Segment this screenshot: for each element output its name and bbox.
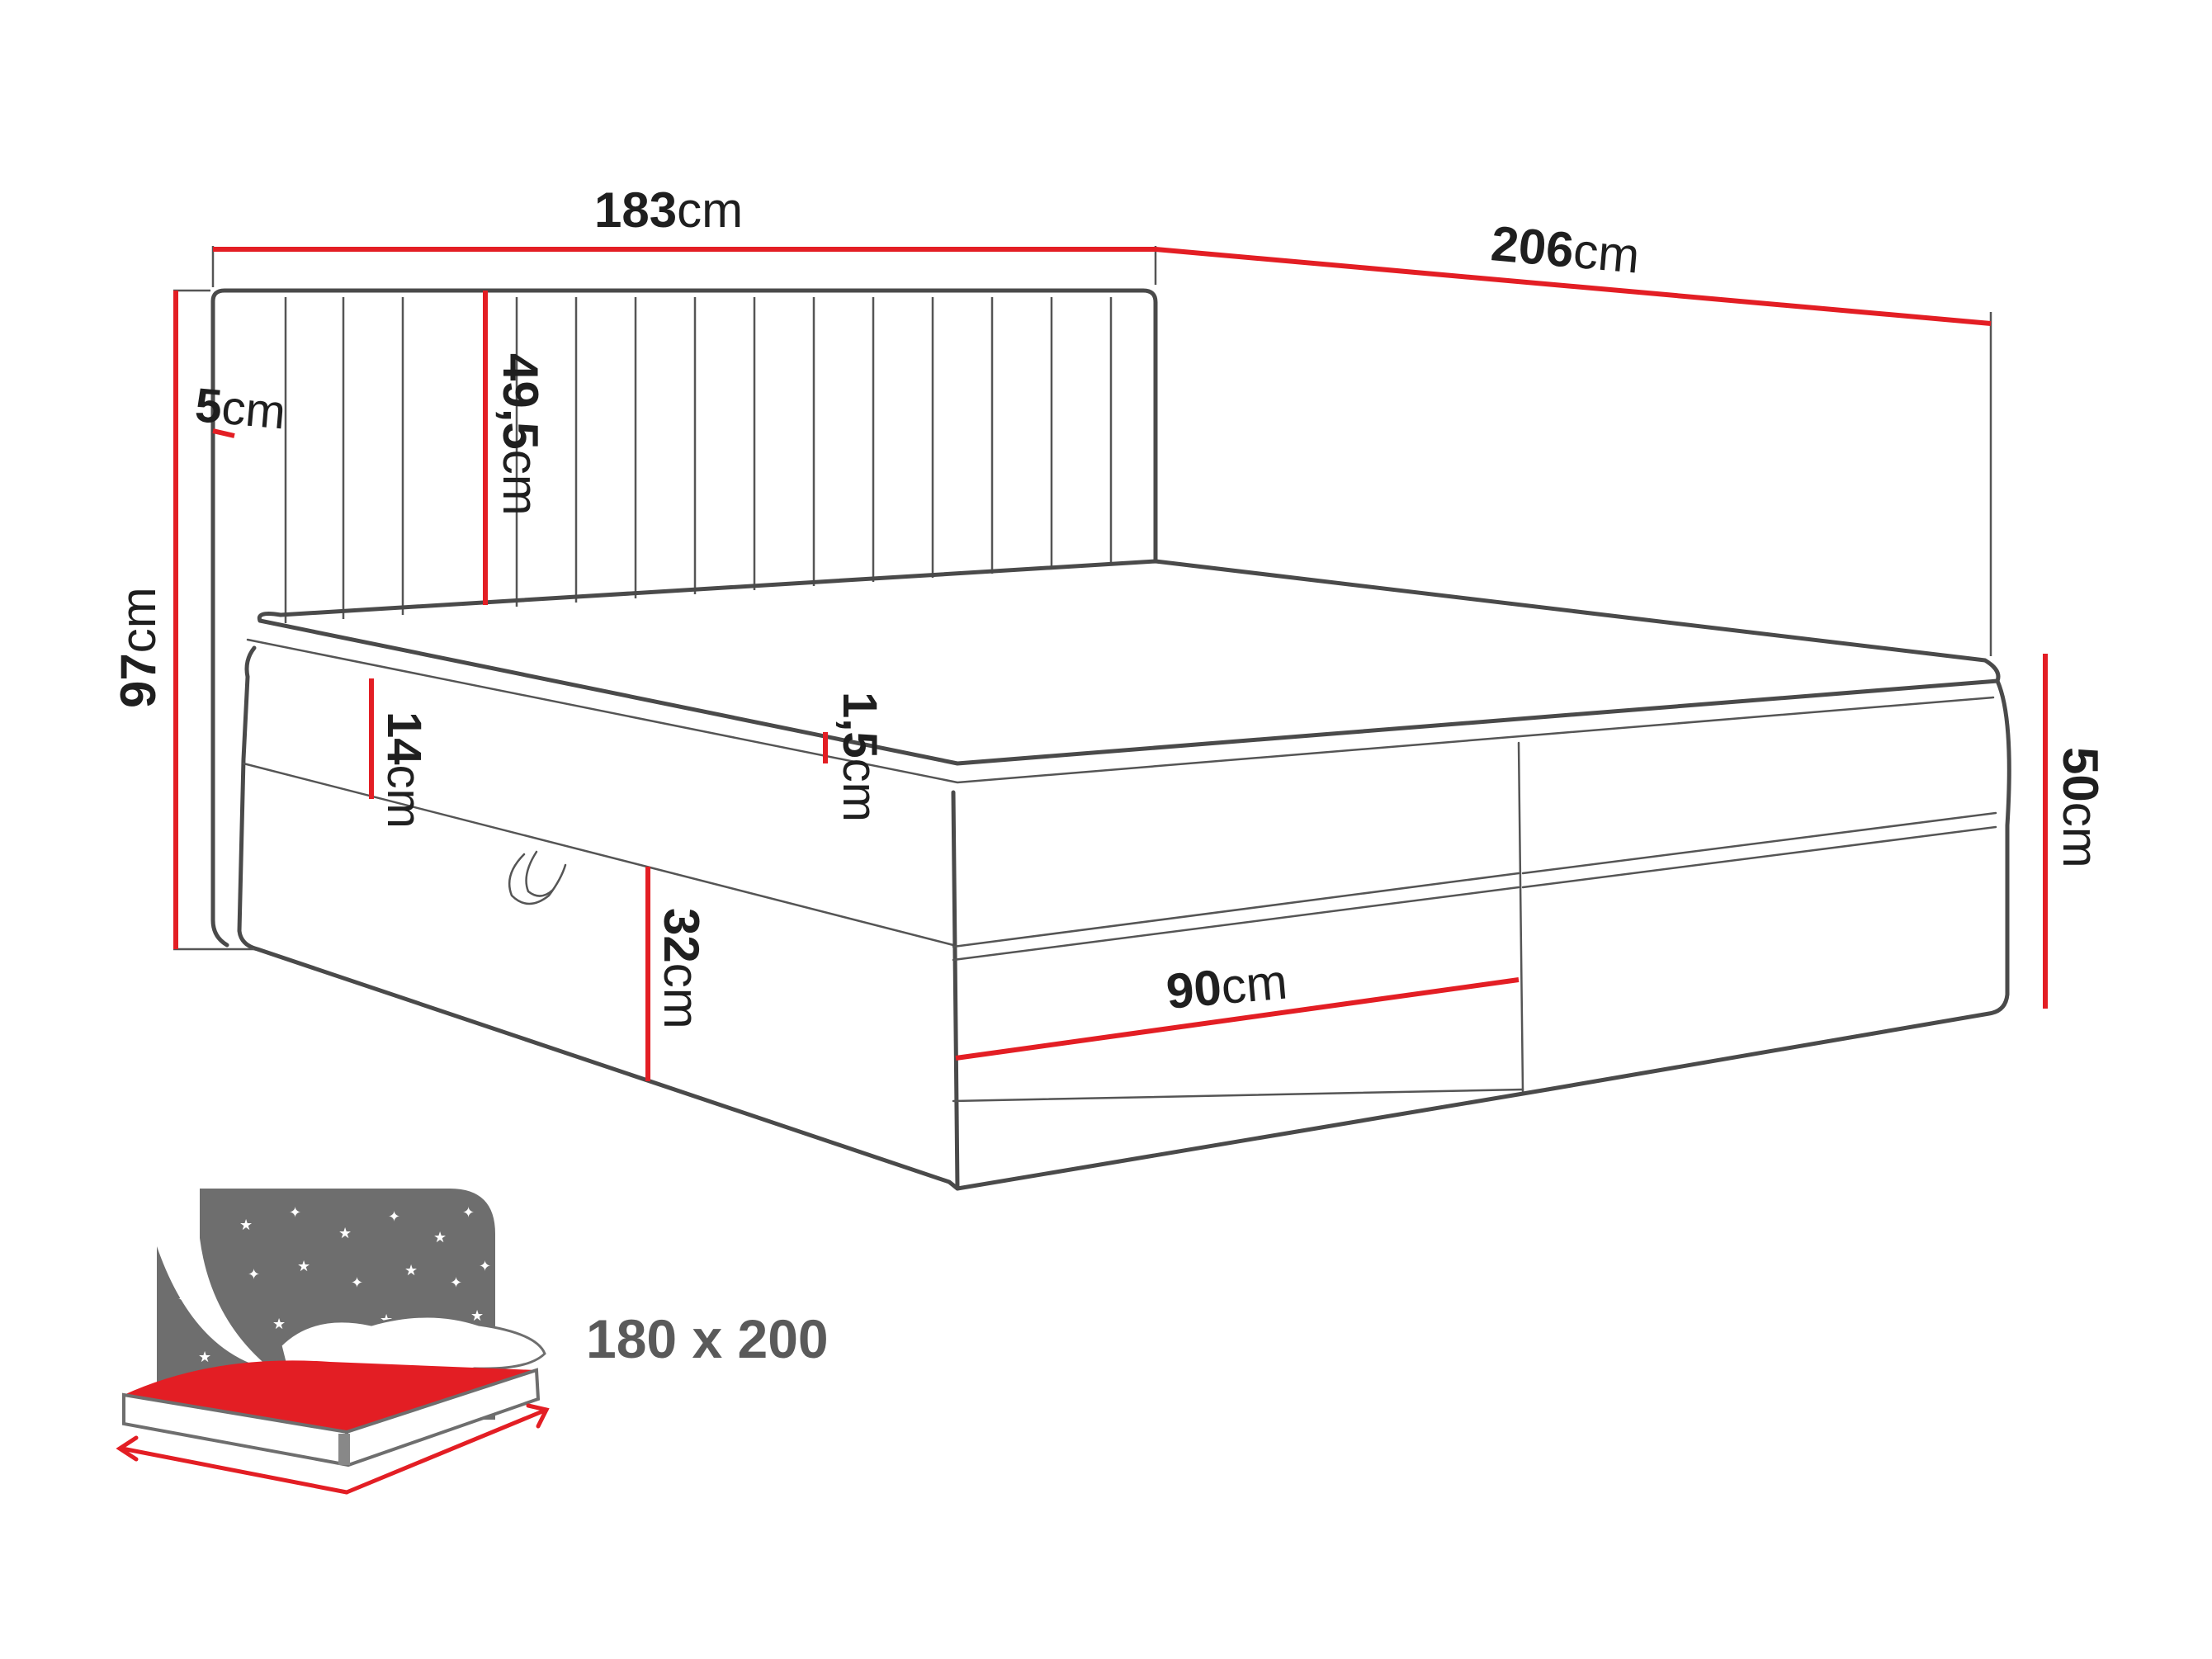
bed-outline [210, 288, 2011, 1191]
mattress-size-label: 180 x 200 [586, 1308, 829, 1369]
svg-text:★: ★ [338, 1225, 352, 1242]
dim-total-height-label: 97cm [111, 587, 166, 708]
svg-text:✦: ✦ [479, 1258, 491, 1275]
dim-topper-edge-label: 1,5cm [833, 692, 886, 822]
dim-headboard-thickness-label: 5cm [193, 378, 288, 439]
svg-text:★: ★ [470, 1307, 484, 1325]
svg-text:✦: ✦ [450, 1274, 462, 1292]
svg-text:★: ★ [433, 1229, 447, 1246]
dimension-lines [173, 247, 2048, 1081]
headboard-channels [284, 297, 1113, 623]
svg-text:✦: ✦ [351, 1274, 363, 1292]
svg-text:✦: ✦ [462, 1204, 475, 1222]
svg-text:★: ★ [239, 1217, 253, 1234]
dim-length-label: 206cm [1489, 215, 1642, 283]
mattress-size-icon: ★✦★ ✦★✦ ✦★✦ ★✦★ ✦★✦ ★✦★ ✦★✦ [116, 1189, 550, 1495]
dim-base-height-label: 50cm [2053, 747, 2108, 868]
svg-text:✦: ✦ [248, 1266, 260, 1283]
svg-text:✦: ✦ [388, 1208, 400, 1226]
svg-text:★: ★ [198, 1349, 211, 1366]
svg-text:★: ★ [272, 1316, 286, 1333]
dim-drawer-width-label: 90cm [1164, 953, 1289, 1019]
dim-topper-label: 14cm [377, 711, 431, 829]
size-arrows [116, 1403, 550, 1495]
svg-text:✦: ✦ [289, 1204, 301, 1222]
lift-handle [508, 850, 567, 905]
svg-text:★: ★ [297, 1258, 310, 1275]
svg-text:✦: ✦ [177, 1291, 190, 1308]
extension-lines [173, 246, 2047, 1009]
mattress-top-icon [124, 1360, 536, 1432]
dim-width-label: 183cm [594, 182, 743, 238]
svg-text:★: ★ [404, 1262, 418, 1279]
dim-headboard-height-label: 49,5cm [493, 353, 548, 516]
dim-drawer-height-label: 32cm [654, 908, 709, 1029]
